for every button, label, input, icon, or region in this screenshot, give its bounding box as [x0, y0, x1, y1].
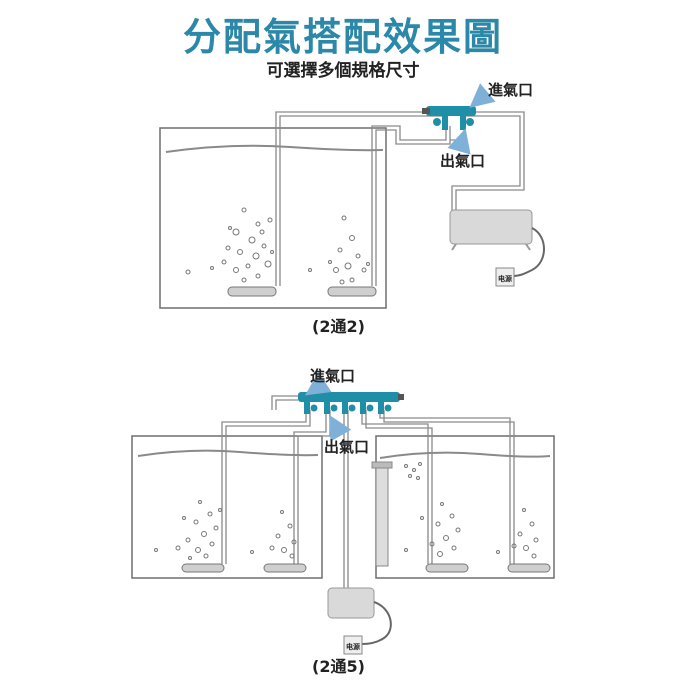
- inlet-label: 進氣口: [488, 81, 533, 99]
- air-stone: [425, 563, 469, 573]
- aquarium-tank: [159, 127, 387, 309]
- outlet-label: 出氣口: [440, 152, 485, 170]
- outlet-arrow: [447, 128, 471, 155]
- water-surface: [137, 449, 319, 457]
- air-stone: [327, 286, 377, 297]
- air-stone: [227, 286, 277, 297]
- air-stone: [181, 563, 225, 573]
- air-pump: [449, 209, 545, 277]
- diagram-caption: (2通2): [312, 317, 365, 336]
- heater-cap: [371, 461, 393, 469]
- air-tubing: [275, 111, 525, 286]
- bubbles: [154, 462, 539, 560]
- aquarium-tank: [131, 435, 323, 579]
- diagram-caption: (2通5): [312, 657, 365, 676]
- socket-label: 电源: [346, 642, 360, 651]
- inlet-arrow: [305, 372, 332, 396]
- outlet-arrow: [329, 414, 352, 442]
- air-stone: [263, 563, 307, 573]
- water-surface: [379, 451, 551, 459]
- bubbles: [185, 207, 370, 285]
- diagram-bottom: 电源 進氣口 出氣口 (2通5): [131, 367, 555, 676]
- air-distributor: [422, 106, 476, 130]
- air-distributor: [298, 392, 404, 414]
- page-subtitle: 可選擇多個規格尺寸: [266, 61, 420, 81]
- diagram-top: 电源 進氣口 出氣口 (2通2): [159, 81, 545, 336]
- air-pump: [327, 587, 392, 645]
- water-surface: [165, 144, 384, 153]
- inlet-arrow: [469, 83, 496, 108]
- power-socket: 电源: [495, 267, 515, 287]
- socket-label: 电源: [498, 274, 512, 283]
- inlet-label: 進氣口: [310, 367, 355, 385]
- air-tubing: [221, 395, 515, 588]
- power-socket: 电源: [343, 635, 363, 655]
- page-title: 分配氣搭配效果圖: [182, 15, 503, 59]
- air-stone: [507, 563, 551, 573]
- heater: [375, 465, 389, 567]
- outlet-label: 出氣口: [324, 438, 369, 456]
